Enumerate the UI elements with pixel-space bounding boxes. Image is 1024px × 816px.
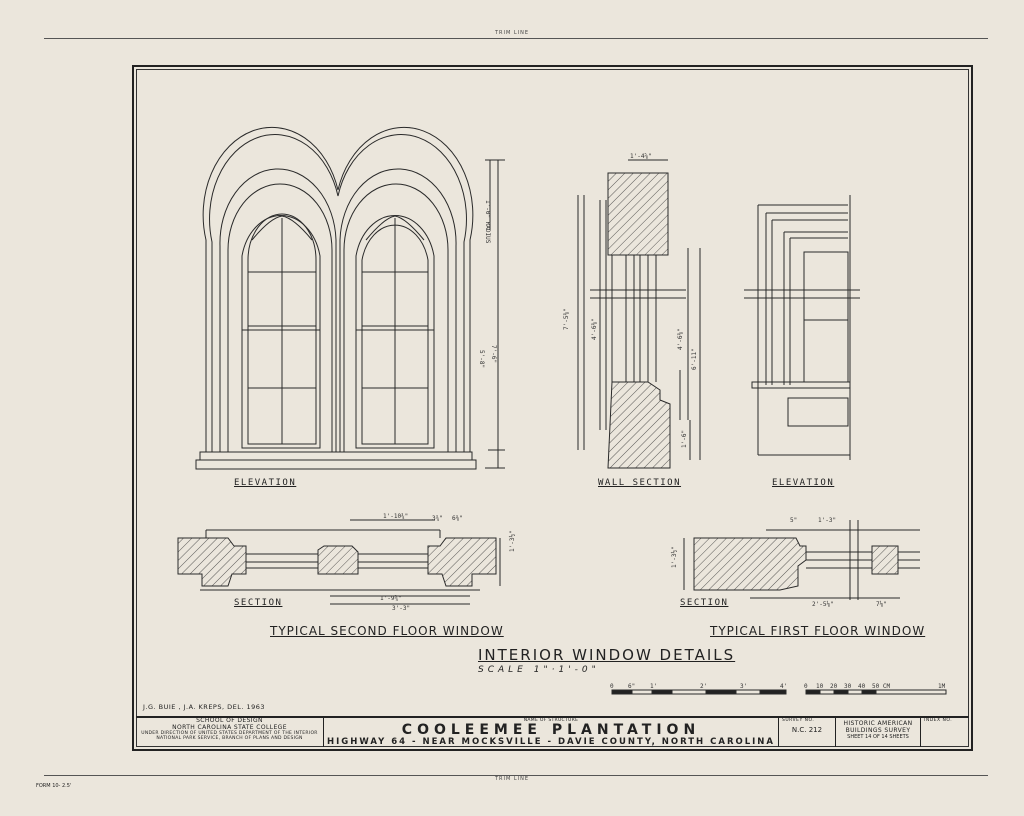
scale-right-1m: 1M (938, 683, 946, 690)
first-floor-section-drawing (683, 520, 920, 600)
double-window-elevation (195, 126, 505, 470)
label-section-right: SECTION (680, 598, 729, 608)
label-section-left: SECTION (234, 598, 283, 608)
scale-left-0: 0 (610, 683, 614, 690)
top-trim-label: TRIM LINE (494, 30, 530, 36)
scale-right-20: 20 (830, 683, 838, 690)
scale-bars (611, 689, 947, 695)
wall-section-drawing (577, 159, 701, 469)
title-block-index: INDEX NO. (921, 718, 969, 747)
dim-radius: 1'-0" RADIUS (484, 200, 491, 244)
direction-line-2: NATIONAL PARK SERVICE, BRANCH OF PLANS A… (156, 736, 303, 741)
college-name: NORTH CAROLINA STATE COLLEGE (172, 723, 287, 731)
first-floor-elevation-drawing (744, 195, 860, 460)
direction-line-1: UNDER DIRECTION OF UNITED STATES DEPARTM… (141, 731, 318, 736)
structure-location: HIGHWAY 64 - NEAR MOCKSVILLE - DAVIE COU… (327, 737, 775, 747)
dim-5-8: 5'-8" (478, 350, 485, 368)
index-no-header: INDEX NO. (924, 718, 953, 723)
survey-no-header: SURVEY NO. (782, 718, 815, 723)
habs-line-1: HISTORIC AMERICAN (843, 720, 913, 727)
top-trim-line (44, 38, 988, 39)
label-elevation-left: ELEVATION (234, 478, 297, 488)
scale-bar-labels: 0 6" 1' 2' 3' 4' 0 10 20 30 40 50 CM 1M (610, 683, 946, 690)
scale-left-1ft: 1' (650, 683, 657, 690)
dim-wall-7-5: 7'-5⅜" (563, 308, 570, 330)
scale-left-3ft: 3' (740, 683, 747, 690)
scale-left-2ft: 2' (700, 683, 707, 690)
dim-sec-6-3: 6⅜" (452, 515, 463, 522)
dim-wall-4-6a: 4'-6⅜" (591, 318, 598, 340)
sheet-scale: SCALE 1"·1'-0" (478, 665, 600, 675)
name-of-structure-header: NAME OF STRUCTURE (523, 718, 579, 723)
title-block-habs: HISTORIC AMERICAN BUILDINGS SURVEY SHEET… (836, 718, 921, 747)
scale-right-50cm: 50 CM (872, 683, 890, 690)
label-elevation-right: ELEVATION (772, 478, 835, 488)
dim-sec-1-3-4: 1'-3½" (509, 530, 516, 552)
dim-sec-1-3-left: 1'-3½" (671, 546, 678, 568)
scale-left-4ft: 4' (780, 683, 787, 690)
dim-sec-3-4: 3¾" (432, 515, 443, 522)
title-block: SCHOOL OF DESIGN NORTH CAROLINA STATE CO… (136, 716, 969, 747)
dim-wall-6-11: 6'-11" (691, 348, 698, 370)
scale-right-0: 0 (804, 683, 808, 690)
dim-sec-r-2: 2'-5⅛" (812, 601, 834, 608)
scale-right-40: 40 (858, 683, 866, 690)
title-block-survey: SURVEY NO. N.C. 212 (779, 718, 836, 747)
sheet-number: SHEET 14 OF 14 SHEETS (847, 734, 909, 740)
habs-line-2: BUILDINGS SURVEY (845, 726, 911, 734)
dim-sec-r-5: 5" (790, 517, 797, 524)
printer-mark: FORM 10- 2.5' (36, 783, 72, 789)
delineators: J.G. BUIE , J.A. KREPS, DEL. 1963 (143, 703, 266, 711)
sheet-title: INTERIOR WINDOW DETAILS (478, 646, 736, 664)
dim-sec-1-9: 1'-9¾" (380, 595, 402, 602)
dim-sec-r-1-3: 1'-3" (818, 517, 836, 524)
title-block-structure: NAME OF STRUCTURE COOLEEMEE PLANTATION H… (324, 718, 779, 747)
dim-sec-1-10: 1'-10¾" (383, 513, 408, 520)
inner-border (136, 69, 969, 747)
outer-border (132, 65, 973, 751)
scale-left-6in: 6" (628, 683, 635, 690)
second-floor-section-drawing (177, 519, 501, 605)
label-typical-second-floor: TYPICAL SECOND FLOOR WINDOW (270, 624, 504, 638)
scale-right-10: 10 (816, 683, 824, 690)
scale-right-30: 30 (844, 683, 852, 690)
survey-no-value: N.C. 212 (791, 726, 823, 734)
dim-wall-top: 1'-4⅝" (630, 153, 652, 160)
title-block-school: SCHOOL OF DESIGN NORTH CAROLINA STATE CO… (136, 717, 324, 747)
dim-wall-1-6: 1'-6" (681, 430, 688, 448)
dim-7-6: 7'-6" (490, 345, 497, 363)
structure-name: COOLEEMEE PLANTATION (401, 722, 701, 738)
dim-wall-4-6b: 4'-6⅜" (677, 328, 684, 350)
label-wall-section: WALL SECTION (598, 478, 682, 488)
label-typical-first-floor: TYPICAL FIRST FLOOR WINDOW (710, 624, 926, 638)
bottom-trim-label: TRIM LINE (494, 776, 530, 782)
bottom-trim-line (44, 775, 988, 776)
dim-sec-r-7: 7⅛" (876, 601, 887, 608)
dim-sec-3-3: 3'-3" (392, 605, 410, 612)
school-name: SCHOOL OF DESIGN (196, 717, 263, 724)
